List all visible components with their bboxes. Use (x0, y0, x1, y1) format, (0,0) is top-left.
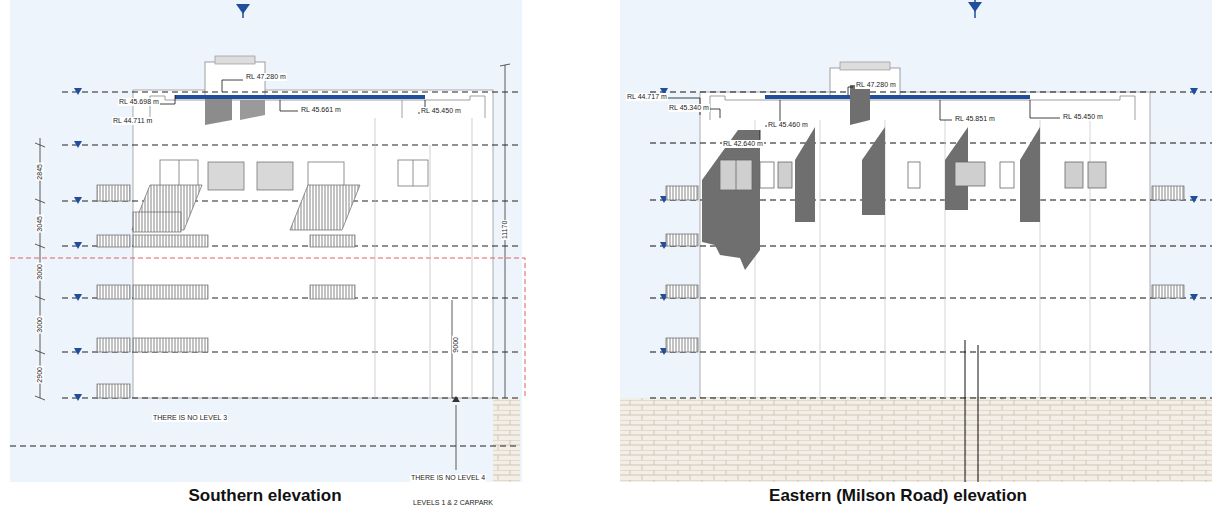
elevation-caption: Eastern (Milson Road) elevation (769, 487, 1027, 506)
level-callout: RL 45.450 m (1062, 113, 1104, 121)
level-callout: RL 47.280 m (855, 81, 897, 89)
level-note: LEVELS 1 & 2 CARPARK (412, 499, 494, 507)
level-callout: RL 45.661 m (300, 106, 342, 114)
elevation-caption: Southern elevation (188, 487, 341, 506)
dimension-text: 2900 (36, 366, 44, 384)
level-callout: RL 45.460 m (767, 121, 809, 129)
level-callout: RL 45.698 m (118, 98, 160, 106)
dimension-text: 9000 (452, 336, 460, 354)
dimension-text: 11170 (501, 220, 509, 240)
level-note: THERE IS NO LEVEL 3 (152, 414, 228, 422)
level-callout: RL 44.711 m (112, 117, 153, 125)
level-callout: RL 45.851 m (954, 115, 996, 123)
level-callout: RL 45.340 m (668, 104, 710, 112)
dimension-text: 3000 (36, 316, 44, 334)
dimension-text: 3000 (36, 263, 44, 281)
level-callout: RL 45.450 m (420, 107, 462, 115)
level-note: THERE IS NO LEVEL 4 (410, 474, 486, 482)
level-callout: RL 47.280 m (245, 73, 287, 81)
level-callout: RL 42.640 m (722, 140, 764, 148)
dimension-text: 3045 (36, 215, 44, 233)
dimension-text: 2845 (36, 163, 44, 181)
level-callout: RL 44.717 m (626, 93, 668, 101)
